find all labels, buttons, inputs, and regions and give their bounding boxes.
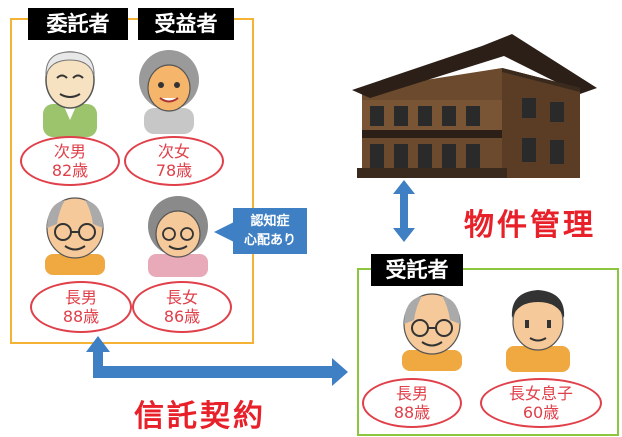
trustee-eldest-son-illustration <box>402 293 462 371</box>
second-daughter-oval: 次女 78歳 <box>124 136 224 186</box>
note-pointer <box>214 222 234 242</box>
trustee-grandson-oval: 長女息子 60歳 <box>480 378 602 428</box>
property-management-label: 物件管理 <box>464 208 596 243</box>
trust-contract-arrow <box>86 336 348 386</box>
dementia-note: 認知症 心配あり <box>233 208 307 254</box>
trustee-eldest-son-relation: 長男 <box>395 384 428 403</box>
second-daughter-relation: 次女 <box>157 142 190 161</box>
eldest-daughter-age: 86歳 <box>163 307 201 326</box>
beneficiary-label: 受益者 <box>138 8 234 40</box>
dementia-note-line1: 認知症 <box>250 214 290 229</box>
second-son-oval: 次男 82歳 <box>20 136 120 186</box>
eldest-daughter-oval: 長女 86歳 <box>132 281 232 333</box>
trust-contract-label: 信託契約 <box>134 399 266 434</box>
second-son-illustration <box>43 51 97 137</box>
eldest-daughter-relation: 長女 <box>165 288 198 307</box>
trustee-frame <box>357 268 619 436</box>
eldest-daughter-illustration <box>148 196 208 277</box>
trustor-label: 委託者 <box>28 8 128 40</box>
second-son-age: 82歳 <box>51 161 89 180</box>
second-son-relation: 次男 <box>53 142 86 161</box>
eldest-son-oval: 長男 88歳 <box>30 281 132 333</box>
trustee-grandson-age: 60歳 <box>522 403 560 422</box>
apartment-building-illustration <box>352 34 597 178</box>
eldest-son-illustration <box>45 197 105 275</box>
building-trustee-arrow <box>393 180 415 242</box>
trustee-eldest-son-oval: 長男 88歳 <box>362 378 462 428</box>
trustee-label: 受託者 <box>371 254 463 286</box>
second-daughter-age: 78歳 <box>155 161 193 180</box>
trustee-grandson-illustration <box>506 290 570 372</box>
eldest-son-age: 88歳 <box>62 307 100 326</box>
second-daughter-illustration <box>139 50 199 134</box>
dementia-note-line2: 心配あり <box>243 233 296 248</box>
trustee-eldest-son-age: 88歳 <box>393 403 431 422</box>
eldest-son-relation: 長男 <box>64 288 97 307</box>
trustee-grandson-relation: 長女息子 <box>508 384 573 403</box>
trustor-frame <box>10 18 254 344</box>
